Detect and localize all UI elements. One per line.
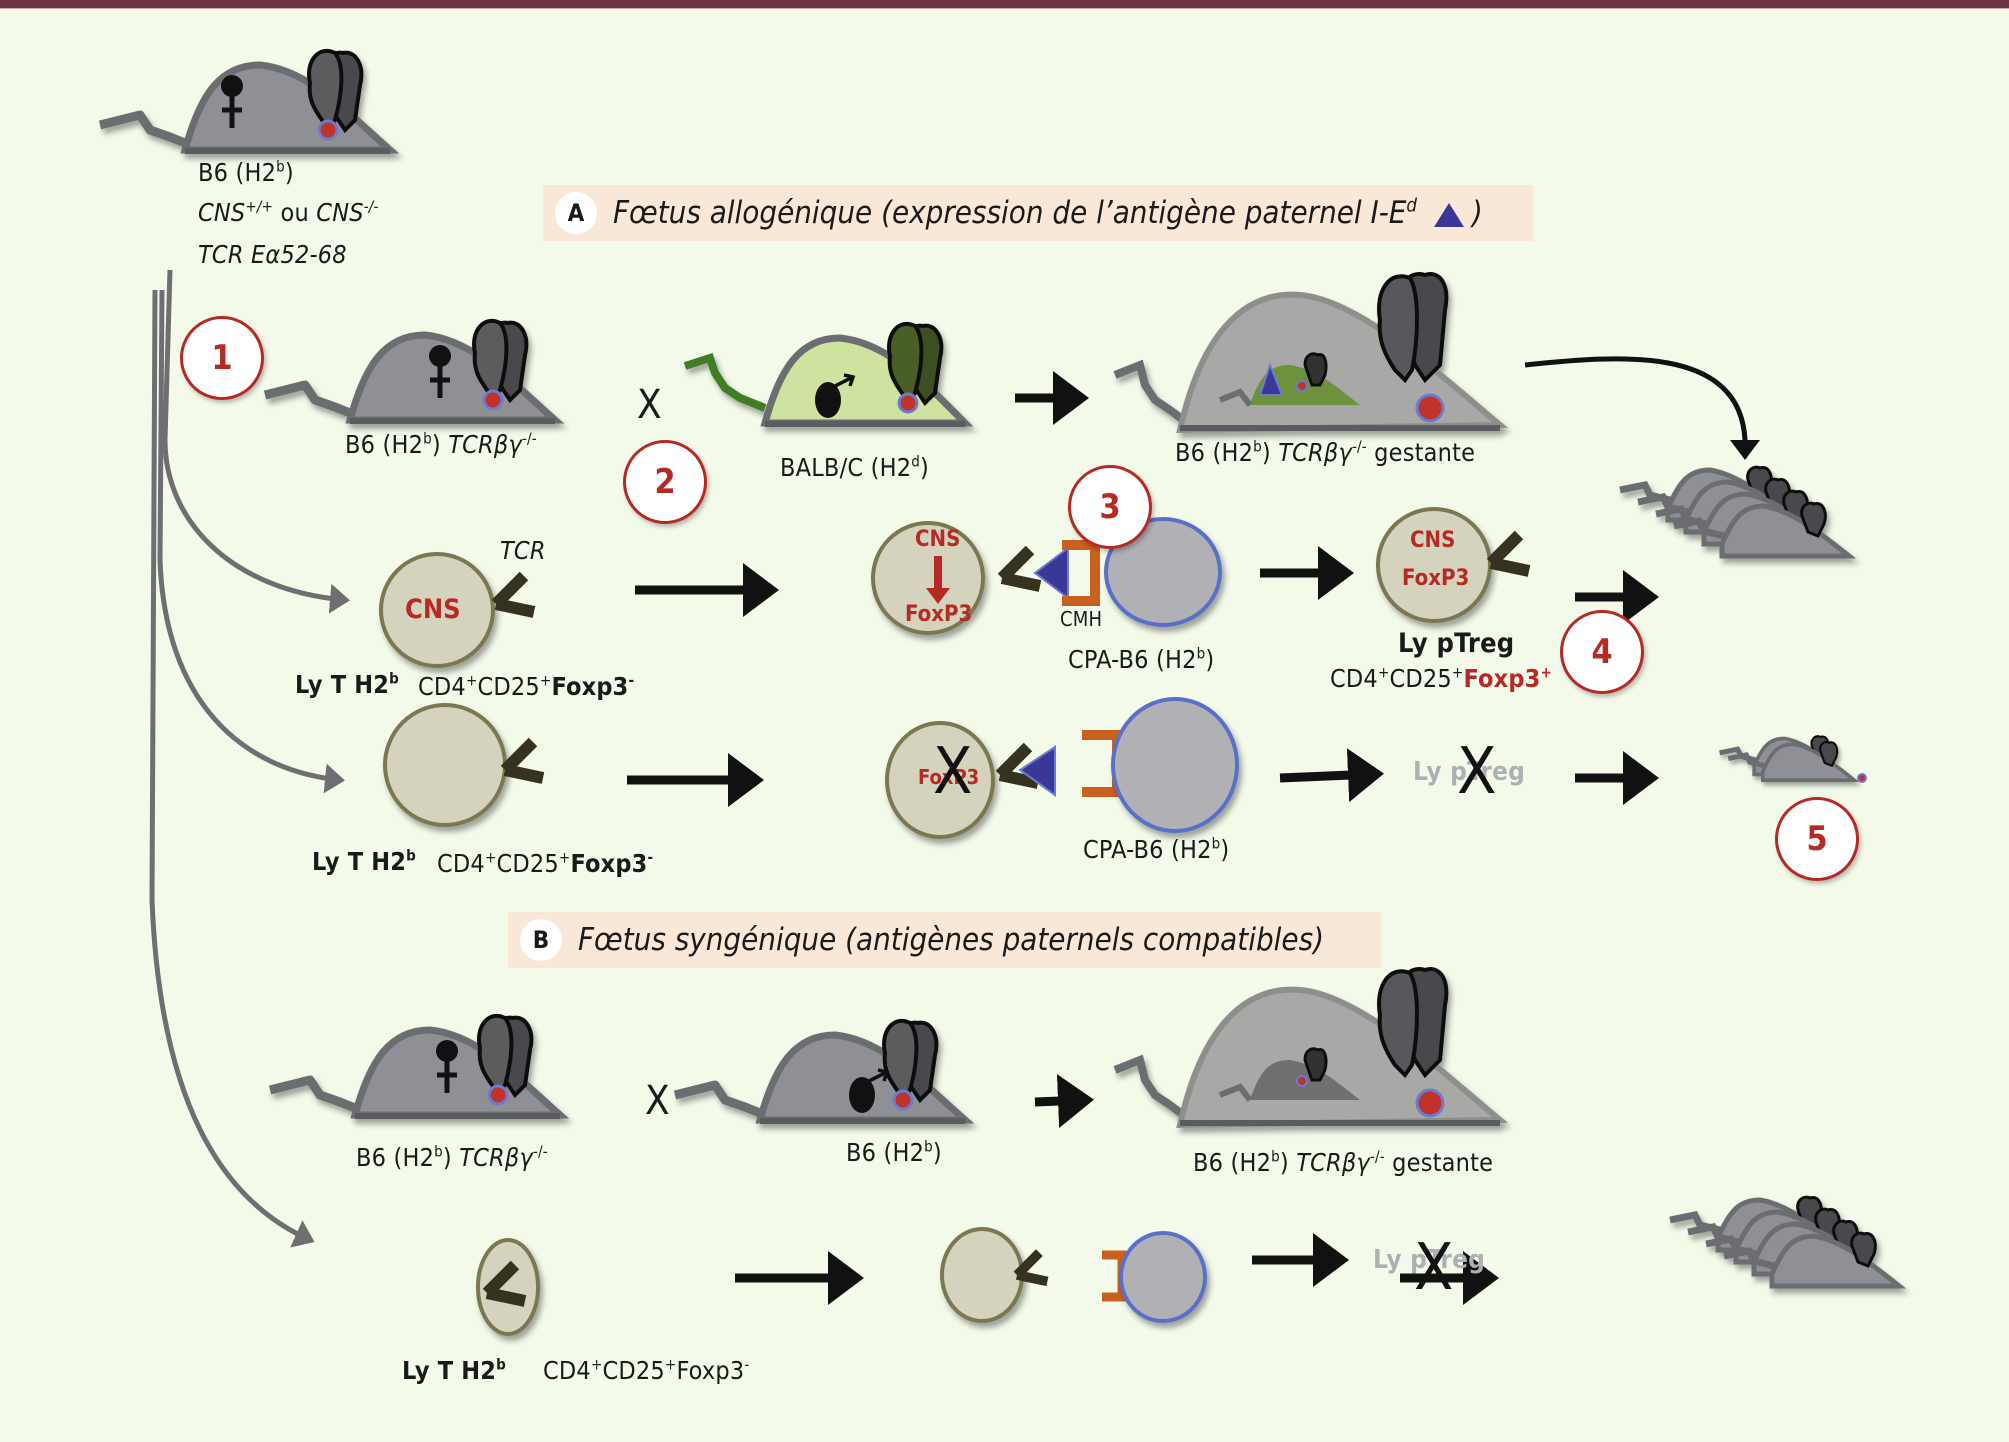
mhc-label: CMH (1060, 607, 1103, 631)
section-b-badge: B (520, 919, 562, 961)
arrow-to-syngenic-cell (149, 289, 315, 1248)
phenotype-label: CD4+CD25+Foxp3- (543, 1355, 750, 1385)
mouse-pregnant-a (1113, 272, 1509, 434)
mouse-b6-male-b (675, 1021, 965, 1124)
t-cell-blocked (885, 721, 995, 839)
t-cell-cns (379, 552, 495, 668)
cross-symbol-a: X (637, 382, 662, 428)
male-b-label: B6 (H2b) (846, 1137, 942, 1167)
step-2-badge: 2 (623, 440, 707, 524)
section-a-banner: A Fœtus allogénique (expression de l’ant… (543, 185, 1533, 241)
activated-foxp3-label: FoxP3 (905, 602, 973, 627)
arrow-to-cns-cell (162, 269, 350, 614)
litter-mice-a (1620, 467, 1849, 556)
cns-gene-label: CNS (405, 594, 461, 625)
apc-cell (1111, 697, 1239, 833)
section-b-title: Fœtus syngénique (antigènes paternels co… (578, 922, 1324, 958)
antigen-triangle-icon (1433, 202, 1464, 227)
mouse-balbc-male (683, 322, 974, 427)
source-strain-label: B6 (H2b) (198, 157, 294, 187)
female-a-label: B6 (H2b) TCRβγ-/- (345, 429, 537, 459)
step-4-badge: 4 (1560, 610, 1644, 694)
treg-phenotype-label: CD4+CD25+Foxp3+ (1330, 663, 1553, 693)
tcr-icon (1491, 535, 1529, 571)
phenotype-label: CD4+CD25+Foxp3- (418, 671, 635, 701)
blocked-x-icon: X (933, 735, 973, 809)
section-a-title: Fœtus allogénique (expression de l’antig… (613, 195, 1483, 231)
activated-cns-label: CNS (915, 527, 961, 552)
t-cell-no-cns (383, 703, 507, 827)
apc-label: CPA-B6 (H2b) (1068, 644, 1215, 674)
antigen-ied-icon (1033, 545, 1069, 601)
treg-cell (1376, 507, 1492, 623)
arrow-breeding-b (1034, 1074, 1094, 1129)
treg-foxp3-label: FoxP3 (1402, 566, 1470, 591)
phenotype-label: CD4+CD25+Foxp3- (437, 848, 654, 878)
pregnant-b-label: B6 (H2b) TCRβγ-/- gestante (1193, 1147, 1494, 1177)
blocked-ptreg-label: Ly pTreg (1373, 1245, 1486, 1275)
header-bar (0, 0, 2009, 9)
ly-t-label: Ly T H2b (295, 669, 400, 699)
section-a-badge: A (555, 192, 597, 234)
single-mouse-result (1720, 736, 1855, 780)
arrow-pregnancy-to-litter (1524, 356, 1760, 460)
mouse-b6-female-a (265, 321, 555, 424)
litter-mice-b (1670, 1197, 1899, 1286)
arrow-to-no-cns-cell (157, 289, 345, 794)
t-cell-activated (871, 521, 985, 635)
mhc-icon (1062, 540, 1100, 606)
tcr-icon (496, 576, 534, 612)
female-b-label: B6 (H2b) TCRβγ-/- (356, 1142, 548, 1172)
ptreg-label: Ly pTreg (1398, 628, 1515, 659)
mouse-b6-source (100, 51, 390, 154)
ly-t-label: Ly T H2b (402, 1355, 507, 1385)
tcr-icon (1017, 1253, 1047, 1282)
treg-cns-label: CNS (1410, 528, 1456, 553)
step-5-badge: 5 (1775, 797, 1859, 881)
mhc-icon (1102, 1250, 1127, 1302)
balbc-label: BALB/C (H2d) (780, 452, 929, 482)
pregnant-a-label: B6 (H2b) TCRβγ-/- gestante (1175, 437, 1476, 467)
antigen-ied-icon (1018, 745, 1056, 797)
blocked-foxp3-label: FoxP3 (918, 765, 980, 789)
blocked-ptreg-label: Ly pTreg (1413, 757, 1526, 787)
t-cell-syngenic-contact (940, 1227, 1024, 1323)
section-b-banner: B Fœtus syngénique (antigènes paternels … (508, 912, 1381, 968)
apc-cell (1104, 517, 1222, 627)
apc-cell (1119, 1231, 1207, 1323)
mouse-b6-female-b (270, 1016, 560, 1119)
t-cell-syngenic (476, 1238, 540, 1336)
mouse-pregnant-b (1113, 967, 1509, 1129)
tcr-icon (505, 742, 543, 778)
tcr-label: TCR (500, 536, 546, 565)
cross-symbol-b: X (645, 1078, 670, 1124)
apc-label: CPA-B6 (H2b) (1083, 834, 1230, 864)
source-genotype-label: CNS+/+ ou CNS-/- (198, 197, 379, 227)
blocked-x-icon: X (1414, 1231, 1454, 1305)
step-1-badge: 1 (180, 316, 264, 400)
tcr-icon (1002, 550, 1040, 586)
arrow-no-cns-step2 (1279, 748, 1384, 803)
step-3-badge: 3 (1068, 465, 1152, 549)
blocked-x-icon: X (1457, 735, 1497, 809)
ly-t-label: Ly T H2b (312, 846, 417, 876)
source-tcr-label: TCR Eα52-68 (198, 240, 347, 269)
